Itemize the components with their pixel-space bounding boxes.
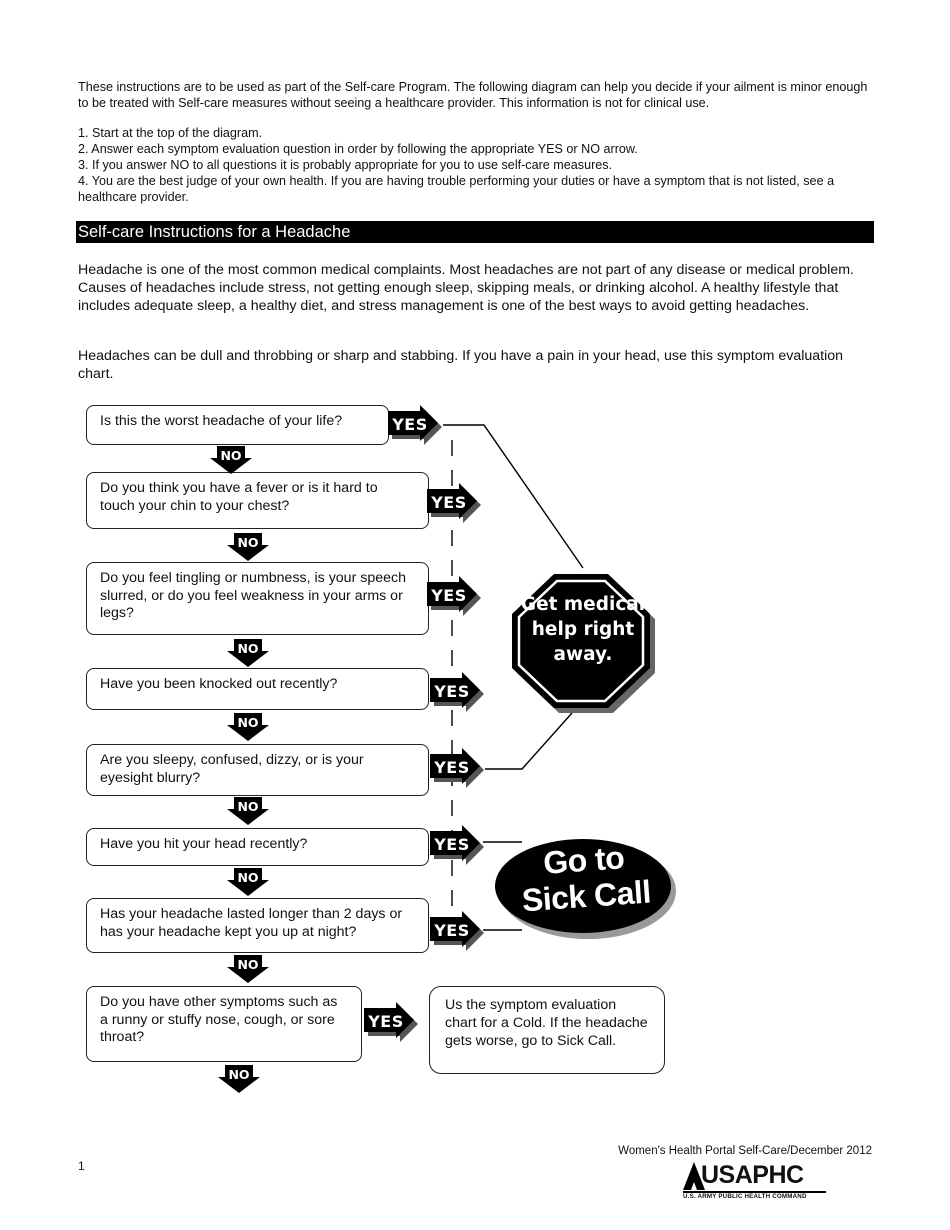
question-hit-head: Have you hit your head recently? xyxy=(86,828,429,866)
yes-arrow-icon: YES xyxy=(425,576,481,616)
logo-name: USAPHC xyxy=(701,1161,804,1189)
logo-subtitle: U.S. ARMY PUBLIC HEALTH COMMAND xyxy=(683,1193,807,1200)
intro-text: These instructions are to be used as par… xyxy=(78,80,868,110)
result-cold-chart: Us the symptom evaluation chart for a Co… xyxy=(429,986,665,1074)
step-item: 2. Answer each symptom evaluation questi… xyxy=(78,142,638,156)
logo-mark-icon xyxy=(683,1162,705,1190)
no-arrow-icon: NO xyxy=(209,445,253,475)
no-arrow-icon: NO xyxy=(217,1064,261,1094)
no-arrow-icon: NO xyxy=(226,712,270,742)
no-arrow-icon: NO xyxy=(226,532,270,562)
usaphc-logo: USAPHC U.S. ARMY PUBLIC HEALTH COMMAND xyxy=(683,1160,828,1200)
footer-text: Women's Health Portal Self-Care/December… xyxy=(618,1145,872,1157)
yes-arrow-icon: YES xyxy=(428,911,484,951)
question-knocked-out: Have you been knocked out recently? xyxy=(86,668,429,710)
question-other-symptoms: Do you have other symptoms such as a run… xyxy=(86,986,362,1062)
question-fever: Do you think you have a fever or is it h… xyxy=(86,472,429,529)
yes-arrow-icon: YES xyxy=(428,672,484,712)
page-number: 1 xyxy=(78,1159,85,1173)
yes-arrow-icon: YES xyxy=(428,825,484,865)
yes-arrow-icon: YES xyxy=(386,405,442,445)
stop-sign-text: Get medical help right away. xyxy=(520,594,646,665)
yes-arrow-icon: YES xyxy=(425,483,481,523)
step-item: 4. You are the best judge of your own he… xyxy=(78,174,835,204)
no-arrow-icon: NO xyxy=(226,638,270,668)
stop-sign-icon xyxy=(512,574,655,713)
question-sleepy-confused: Are you sleepy, confused, dizzy, or is y… xyxy=(86,744,429,796)
section-title: Self-care Instructions for a Headache xyxy=(76,221,874,243)
step-item: 1. Start at the top of the diagram. xyxy=(78,126,263,140)
no-arrow-icon: NO xyxy=(226,954,270,984)
yes-arrow-icon: YES xyxy=(362,1002,418,1042)
question-worst-headache: Is this the worst headache of your life? xyxy=(86,405,389,445)
instruction-steps: 1. Start at the top of the diagram. 2. A… xyxy=(78,125,873,205)
logo-rule xyxy=(683,1191,826,1193)
sick-call-badge xyxy=(495,839,676,939)
yes-arrow-icon: YES xyxy=(428,748,484,788)
sick-call-text: Go to Sick Call xyxy=(520,839,652,919)
paragraph-causes: Headache is one of the most common medic… xyxy=(78,262,854,314)
no-arrow-icon: NO xyxy=(226,796,270,826)
question-headache-duration: Has your headache lasted longer than 2 d… xyxy=(86,898,429,953)
paragraph-usage: Headaches can be dull and throbbing or s… xyxy=(78,348,844,382)
question-numbness: Do you feel tingling or numbness, is you… xyxy=(86,562,429,635)
no-arrow-icon: NO xyxy=(226,867,270,897)
step-item: 3. If you answer NO to all questions it … xyxy=(78,158,613,172)
